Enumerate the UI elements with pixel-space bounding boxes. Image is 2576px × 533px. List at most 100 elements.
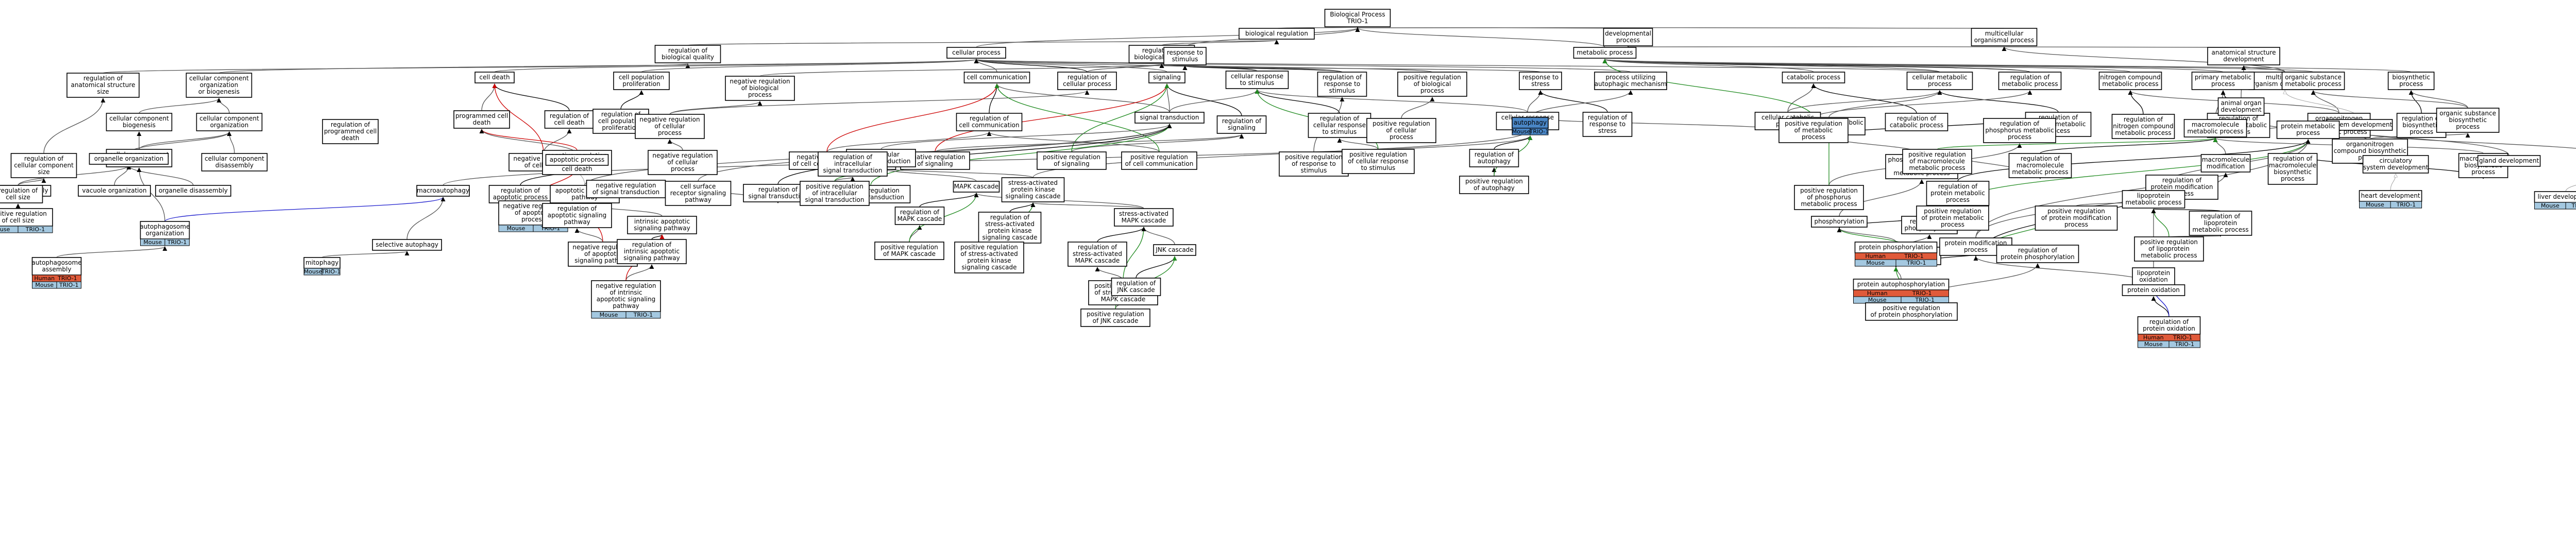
go-term-breg[interactable]: biological regulation bbox=[1239, 28, 1315, 40]
go-term-orgdis[interactable]: organelle disassembly bbox=[155, 185, 231, 197]
go-term-sysdev[interactable]: system development bbox=[2326, 119, 2393, 131]
go-term-st[interactable]: signal transduction bbox=[1134, 112, 1205, 124]
go-term-vac[interactable]: vacuole organization bbox=[78, 185, 151, 197]
go-term-catp[interactable]: catabolic process bbox=[1782, 72, 1845, 83]
go-term-apop[interactable]: apoptotic process bbox=[545, 154, 609, 166]
go-term-macro[interactable]: macroautophagy bbox=[416, 185, 470, 197]
go-term-phosph[interactable]: phosphorylation bbox=[1811, 216, 1868, 228]
go-term-cp[interactable]: cellular process bbox=[946, 47, 1006, 59]
go-term-sig[interactable]: signaling bbox=[1148, 72, 1185, 83]
go-term-mapk[interactable]: MAPK cascade bbox=[953, 181, 1000, 193]
go-term-rmmbio[interactable]: regulation ofmacromoleculebiosyntheticpr… bbox=[2267, 153, 2318, 185]
go-term-selauto[interactable]: selective autophagy bbox=[372, 239, 442, 251]
go-term-cdeath[interactable]: cell death bbox=[474, 72, 515, 83]
go-term-protox[interactable]: protein oxidation bbox=[2122, 284, 2185, 296]
go-term-orgorg[interactable]: organelle organization bbox=[89, 153, 169, 165]
go-term-mp[interactable]: metabolic process bbox=[1573, 47, 1637, 59]
go-term-jnk[interactable]: JNK cascade bbox=[1153, 244, 1196, 256]
